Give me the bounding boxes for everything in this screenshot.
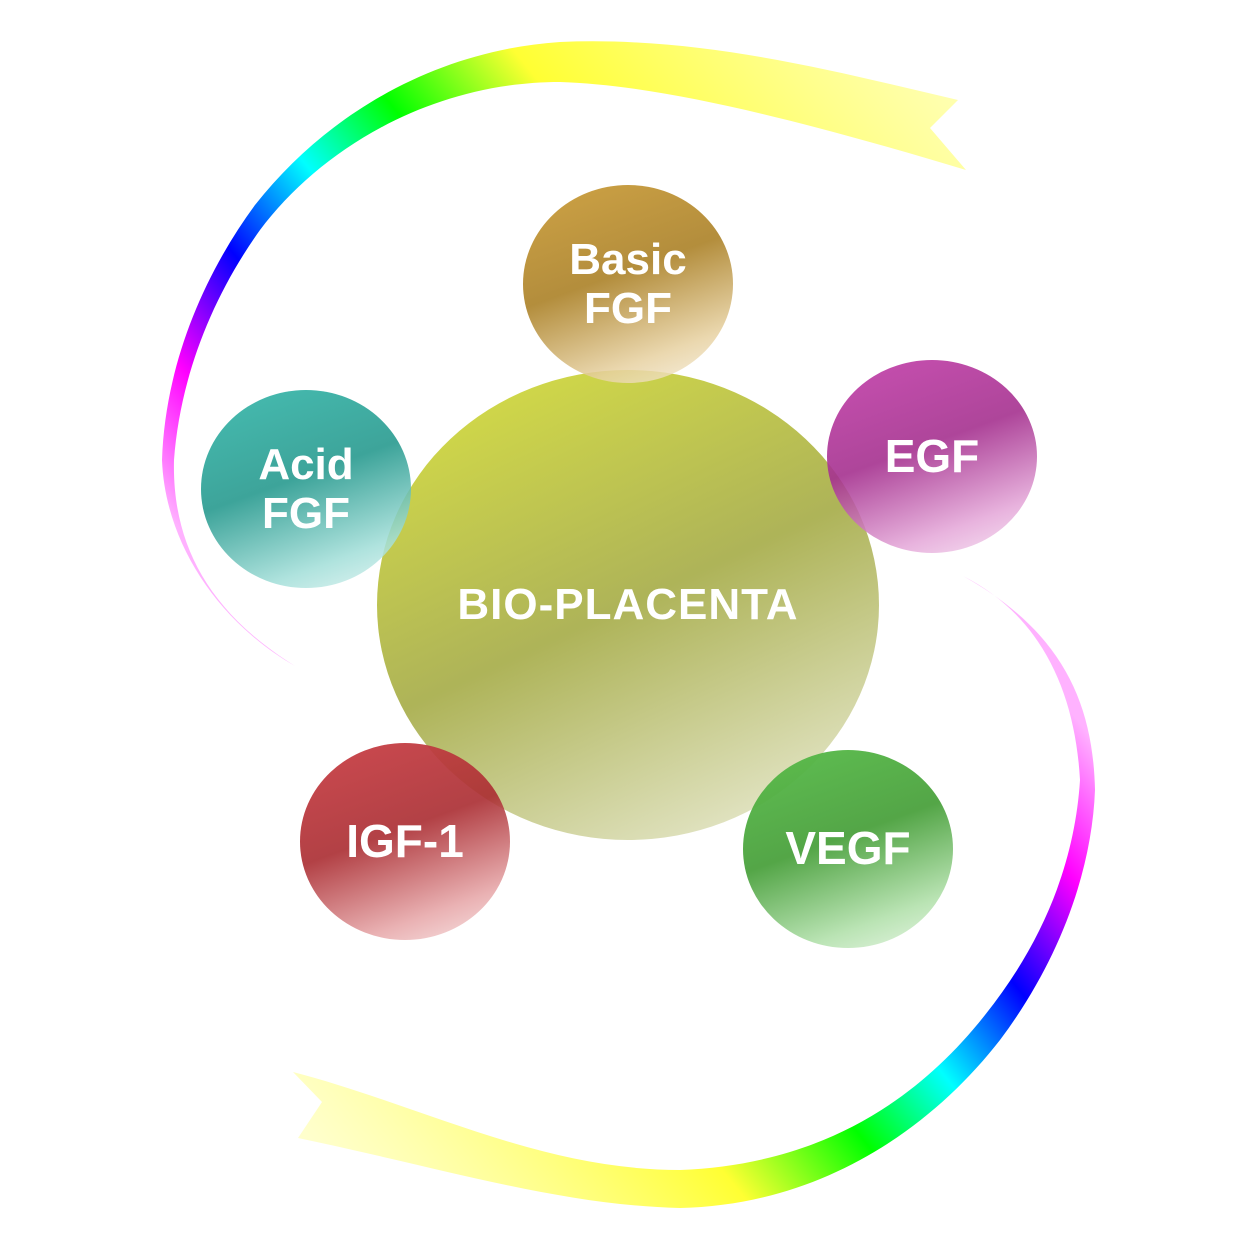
egf-circle: EGF — [827, 360, 1037, 553]
igf-1-label: IGF-1 — [346, 814, 464, 867]
acid-fgf-circle: Acid FGF — [201, 390, 411, 588]
basic-fgf-label: Basic FGF — [569, 234, 687, 333]
ribbon-bottom — [293, 576, 1095, 1208]
vegf-label: VEGF — [785, 822, 911, 875]
vegf-circle: VEGF — [743, 750, 953, 948]
basic-fgf-circle: Basic FGF — [523, 185, 733, 383]
ribbon-top — [162, 41, 966, 667]
bio-placenta-label: BIO-PLACENTA — [457, 580, 799, 630]
egf-label: EGF — [884, 429, 980, 482]
bio-placenta-circle: BIO-PLACENTA — [377, 370, 879, 840]
igf-1-circle: IGF-1 — [300, 743, 510, 940]
acid-fgf-label: Acid FGF — [258, 439, 354, 538]
